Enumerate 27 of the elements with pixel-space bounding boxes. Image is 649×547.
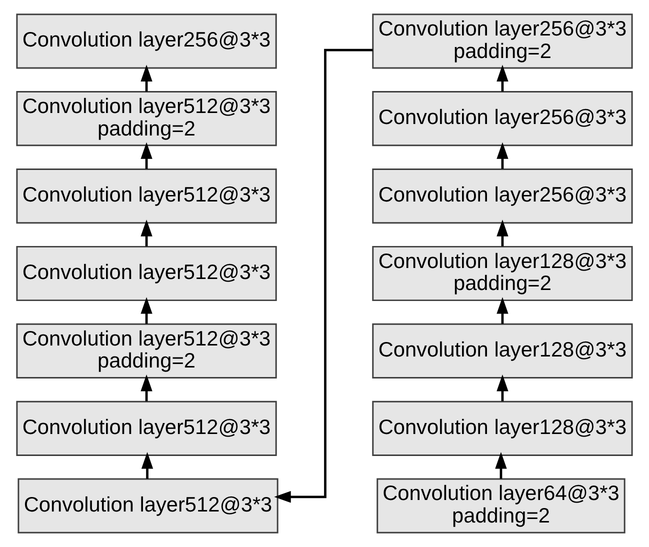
- arrow: [140, 297, 152, 324]
- arrow: [495, 452, 507, 479]
- arrow: [140, 374, 152, 402]
- node-box: Convolution layer512@3*3: [18, 478, 278, 534]
- arrow: [496, 64, 508, 92]
- node-box: Convolution layer512@3*3: [16, 400, 277, 456]
- node-box: Convolution layer256@3*3: [372, 91, 633, 146]
- arrow: [140, 220, 152, 246]
- node-box: Convolution layer128@3*3 padding=2: [372, 246, 633, 302]
- node-box: Convolution layer512@3*3: [16, 168, 277, 224]
- node-box: Convolution layer256@3*3: [372, 168, 633, 224]
- arrow: [496, 297, 508, 324]
- arrow: [141, 452, 154, 479]
- arrow: [140, 142, 152, 169]
- node-box: Convolution layer128@3*3: [372, 323, 633, 378]
- node-box: Convolution layer64@3*3 padding=2: [376, 478, 626, 534]
- arrow: [140, 64, 152, 92]
- node-box: Convolution layer256@3*3: [16, 14, 277, 69]
- node-box: Convolution layer512@3*3 padding=2: [16, 91, 277, 146]
- node-box: Convolution layer128@3*3: [372, 400, 633, 456]
- arrow: [496, 220, 508, 246]
- arrow: [274, 48, 373, 503]
- node-box: Convolution layer512@3*3 padding=2: [16, 323, 277, 378]
- node-box: Convolution layer512@3*3: [16, 246, 277, 302]
- arrow: [496, 142, 508, 169]
- node-box: Convolution layer256@3*3 padding=2: [372, 14, 633, 69]
- arrow: [496, 374, 508, 402]
